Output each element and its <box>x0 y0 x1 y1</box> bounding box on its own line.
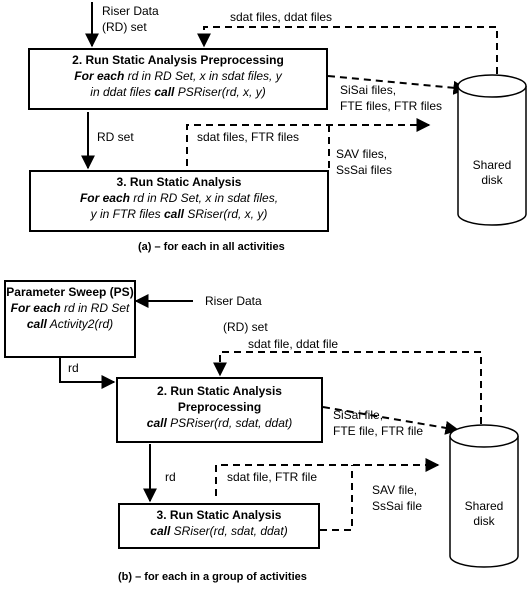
b-caption: (b) – for each in a group of activities <box>118 571 307 583</box>
b-box3-line2: call SRiser(rd, sdat, ddat) <box>150 524 288 538</box>
a-caption: (a) – for each in all activities <box>138 241 285 253</box>
b-rd-label-1: rd <box>68 361 79 375</box>
a-shared-disk <box>457 74 527 226</box>
a-box-preprocessing: 2. Run Static Analysis Preprocessing For… <box>28 48 328 110</box>
b-ps-line2: For each rd in RD Set <box>10 301 130 315</box>
a-sav-files-label-2: SsSai files <box>336 163 393 177</box>
b-box2-line3: call PSRiser(rd, sdat, ddat) <box>146 416 293 430</box>
b-box3-title: 3. Run Static Analysis <box>156 508 282 522</box>
a-top-files-label: sdat files, ddat files <box>230 10 333 24</box>
b-rd-label-2: rd <box>165 470 176 484</box>
a-out-files-label-1: SiSai files, <box>340 83 397 97</box>
b-output-dashed-arrow <box>322 406 460 435</box>
b-input-label-1: Riser Data <box>205 294 262 308</box>
b-out-files-label-1: SiSai file, <box>333 408 384 422</box>
b-sav-files-label-2: SsSai file <box>372 499 423 513</box>
b-box-preprocessing: 2. Run Static Analysis Preprocessing cal… <box>116 377 323 443</box>
b-box-static-analysis: 3. Run Static Analysis call SRiser(rd, s… <box>118 503 320 549</box>
a-box3-line2: For each rd in RD Set, x in sdat files, <box>79 191 279 205</box>
b-out-files-label-2: FTE file, FTR file <box>333 424 424 438</box>
a-input-label-2: (RD) set <box>102 20 147 34</box>
b-top-dashed-arrow <box>213 351 482 436</box>
a-top-dashed-arrow <box>197 26 498 86</box>
b-mid-files-label: sdat file, FTR file <box>227 470 318 484</box>
b-box2-title-2: Preprocessing <box>177 400 262 414</box>
a-box2-line3: in ddat files call PSRiser(rd, x, y) <box>90 85 266 99</box>
b-box3-dashed-link <box>320 465 353 531</box>
b-rd-arrow-1 <box>59 358 116 389</box>
b-shared-disk <box>449 424 519 568</box>
a-disk-label: Shared disk <box>472 158 512 187</box>
a-sav-files-label-1: SAV files, <box>336 147 388 161</box>
b-input-label-2: (RD) set <box>223 320 268 334</box>
a-box2-title: 2. Run Static Analysis Preprocessing <box>72 53 284 67</box>
a-out-files-label-2: FTE files, FTR files <box>340 99 443 113</box>
a-mid-dashed-arrow <box>186 118 431 166</box>
b-ps-title: Parameter Sweep (PS) <box>6 285 134 299</box>
a-input-label-1: Riser Data <box>102 4 159 18</box>
a-box2-line2: For each rd in RD Set, x in sdat files, … <box>74 69 282 83</box>
b-top-files-label: sdat file, ddat file <box>248 337 339 351</box>
b-box-parameter-sweep: Parameter Sweep (PS) For each rd in RD S… <box>4 280 136 358</box>
b-box2-title-1: 2. Run Static Analysis <box>157 384 282 398</box>
b-ps-line3: call Activity2(rd) <box>26 317 114 331</box>
a-box3-line3: y in FTR files call SRiser(rd, x, y) <box>90 207 268 221</box>
b-sav-files-label-1: SAV file, <box>372 483 418 497</box>
a-mid-files-label: sdat files, FTR files <box>197 130 300 144</box>
a-box-static-analysis: 3. Run Static Analysis For each rd in RD… <box>29 170 329 232</box>
b-mid-dashed-arrow <box>215 458 440 496</box>
b-disk-label: Shared disk <box>464 499 504 528</box>
a-rd-set-label: RD set <box>97 130 134 144</box>
a-box3-title: 3. Run Static Analysis <box>116 175 242 189</box>
